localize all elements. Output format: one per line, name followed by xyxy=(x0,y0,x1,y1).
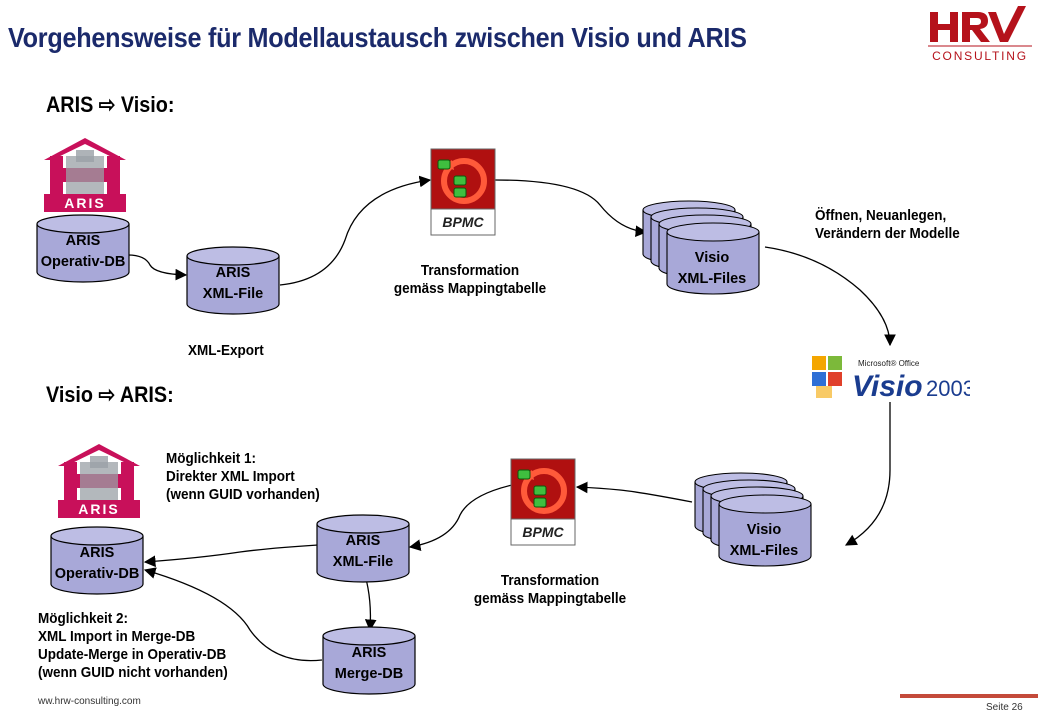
visio-2003-logo: Microsoft® Office Visio 2003 xyxy=(812,356,970,403)
section-visio-to-aris: Visio ⇨ ARIS: xyxy=(46,382,174,407)
svg-text:2003: 2003 xyxy=(926,376,970,401)
option1-note: Möglichkeit 1:Direkter XML Import(wenn G… xyxy=(166,450,320,503)
arrow-merge-to-db xyxy=(143,567,323,662)
footer-url: ww.hrw-consulting.com xyxy=(38,696,141,707)
svg-text:Visio: Visio xyxy=(852,370,923,403)
arrow-visio-to-office xyxy=(764,246,896,347)
arrow-file-to-bpmc xyxy=(279,175,432,286)
cylinder-aris-operativ-db-bottom xyxy=(50,526,144,595)
svg-text:ARIS: ARIS xyxy=(64,195,105,211)
arrow-bpmc-to-file xyxy=(408,484,513,551)
bpmc-icon-bottom: BPMC xyxy=(510,458,576,546)
svg-text:BPMC: BPMC xyxy=(522,524,564,540)
arrow-file-to-db xyxy=(143,544,319,568)
svg-text:Microsoft® Office: Microsoft® Office xyxy=(858,359,920,368)
arrow-office-to-visio2 xyxy=(844,402,891,546)
arrow-visio2-to-bpmc xyxy=(575,481,693,503)
open-modify-note: Öffnen, Neuanlegen,Verändern der Modelle xyxy=(815,207,960,242)
cylinder-aris-operativ-db-top xyxy=(36,214,130,283)
cylinder-aris-xml-file-top xyxy=(186,246,280,315)
section-aris-to-visio: ARIS ⇨ Visio: xyxy=(46,92,175,117)
aris-house-logo-bottom: ARIS xyxy=(58,444,140,518)
arrow-db-to-file xyxy=(127,254,188,281)
arrow-bpmc-to-visio xyxy=(494,179,648,238)
bpmc-icon-top: BPMC xyxy=(430,148,496,236)
cylinder-stack-visio-xml-files-top xyxy=(642,200,760,295)
cylinder-aris-merge-db xyxy=(322,626,416,695)
logo-subtext: CONSULTING xyxy=(932,49,1028,63)
xml-export-label: XML-Export xyxy=(188,342,264,359)
hrv-consulting-logo: CONSULTING xyxy=(928,6,1032,63)
svg-text:BPMC: BPMC xyxy=(442,214,484,230)
aris-house-logo-top: ARIS xyxy=(44,138,126,212)
cylinder-stack-visio-xml-files-bottom xyxy=(694,472,812,567)
page-title: Vorgehensweise für Modellaustausch zwisc… xyxy=(8,22,747,53)
footer-bar xyxy=(900,694,1038,698)
page-number: Seite 26 xyxy=(986,702,1023,713)
cylinder-aris-xml-file-bottom xyxy=(316,514,410,583)
svg-text:ARIS: ARIS xyxy=(78,501,119,517)
